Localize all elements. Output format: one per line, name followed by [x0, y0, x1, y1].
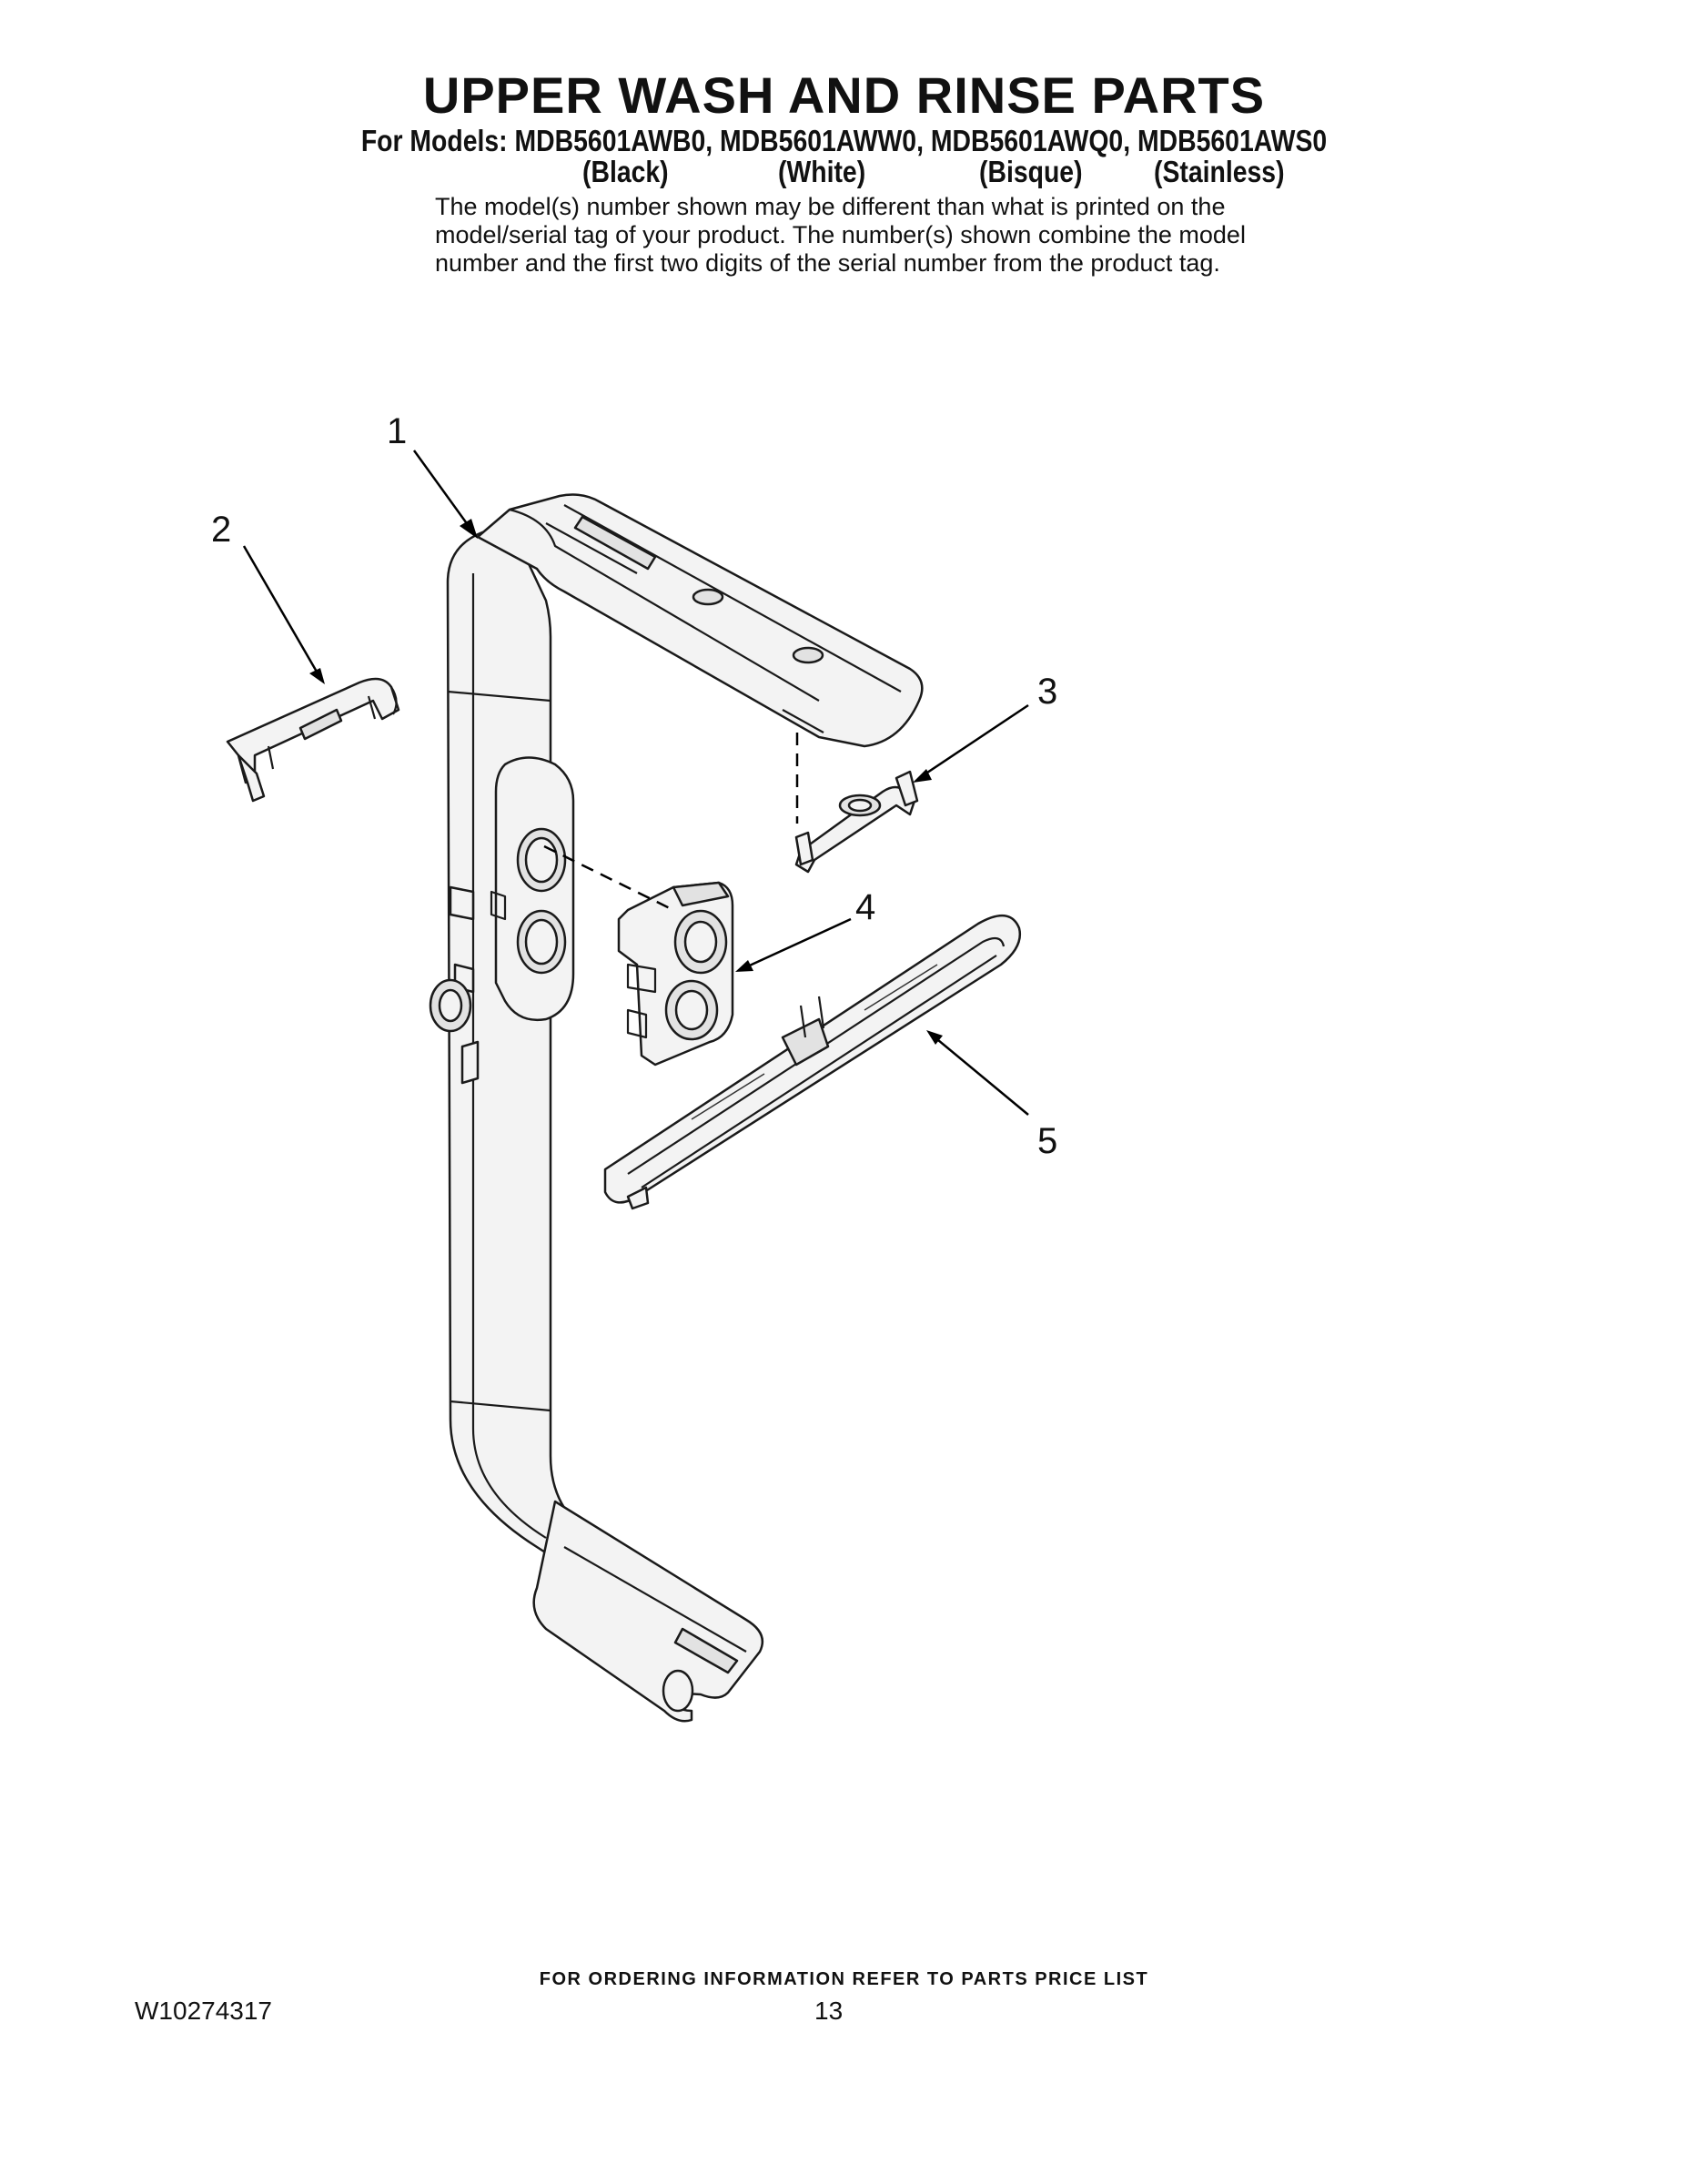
page-number: 13 [814, 1997, 844, 2025]
leader-3 [918, 703, 1029, 780]
part-3-bracket [794, 770, 919, 874]
part-5-spray-arm [603, 915, 1022, 1210]
callout-1: 1 [387, 411, 408, 451]
arrow-3 [913, 769, 932, 783]
page-title: UPPER WASH AND RINSE PARTS [422, 66, 1266, 124]
arrow-1 [460, 519, 478, 539]
part-2-clip [226, 677, 400, 803]
note-line-1: The model(s) number shown may be differe… [435, 193, 1226, 220]
model-note: The model(s) number shown may be differe… [435, 193, 1345, 278]
arrow-5 [926, 1030, 943, 1045]
arrow-2 [309, 668, 325, 684]
manifold-port-housing [490, 756, 575, 1022]
note-line-3: number and the first two digits of the s… [435, 249, 1220, 277]
callout-4: 4 [855, 887, 876, 927]
color-stainless: (Stainless) [1154, 155, 1285, 188]
models-line: For Models: MDB5601AWB0, MDB5601AWW0, MD… [360, 124, 1328, 157]
part-4-adapter [617, 881, 734, 1067]
leader-1 [412, 450, 475, 533]
leader-4 [741, 917, 852, 971]
leader-2 [242, 545, 322, 679]
callout-5: 5 [1037, 1121, 1058, 1161]
color-white: (White) [778, 155, 866, 188]
leader-5 [932, 1035, 1029, 1116]
color-bisque: (Bisque) [979, 155, 1083, 188]
arrow-4 [735, 960, 753, 972]
callout-2: 2 [211, 510, 232, 550]
part-1-wash-tube [429, 493, 924, 1723]
note-line-2: model/serial tag of your product. The nu… [435, 221, 1246, 248]
color-black: (Black) [582, 155, 669, 188]
ordering-info: FOR ORDERING INFORMATION REFER TO PARTS … [539, 1969, 1149, 1989]
document-number: W10274317 [135, 1997, 273, 2025]
callout-3: 3 [1037, 672, 1058, 712]
assembly-line-4 [543, 844, 674, 912]
